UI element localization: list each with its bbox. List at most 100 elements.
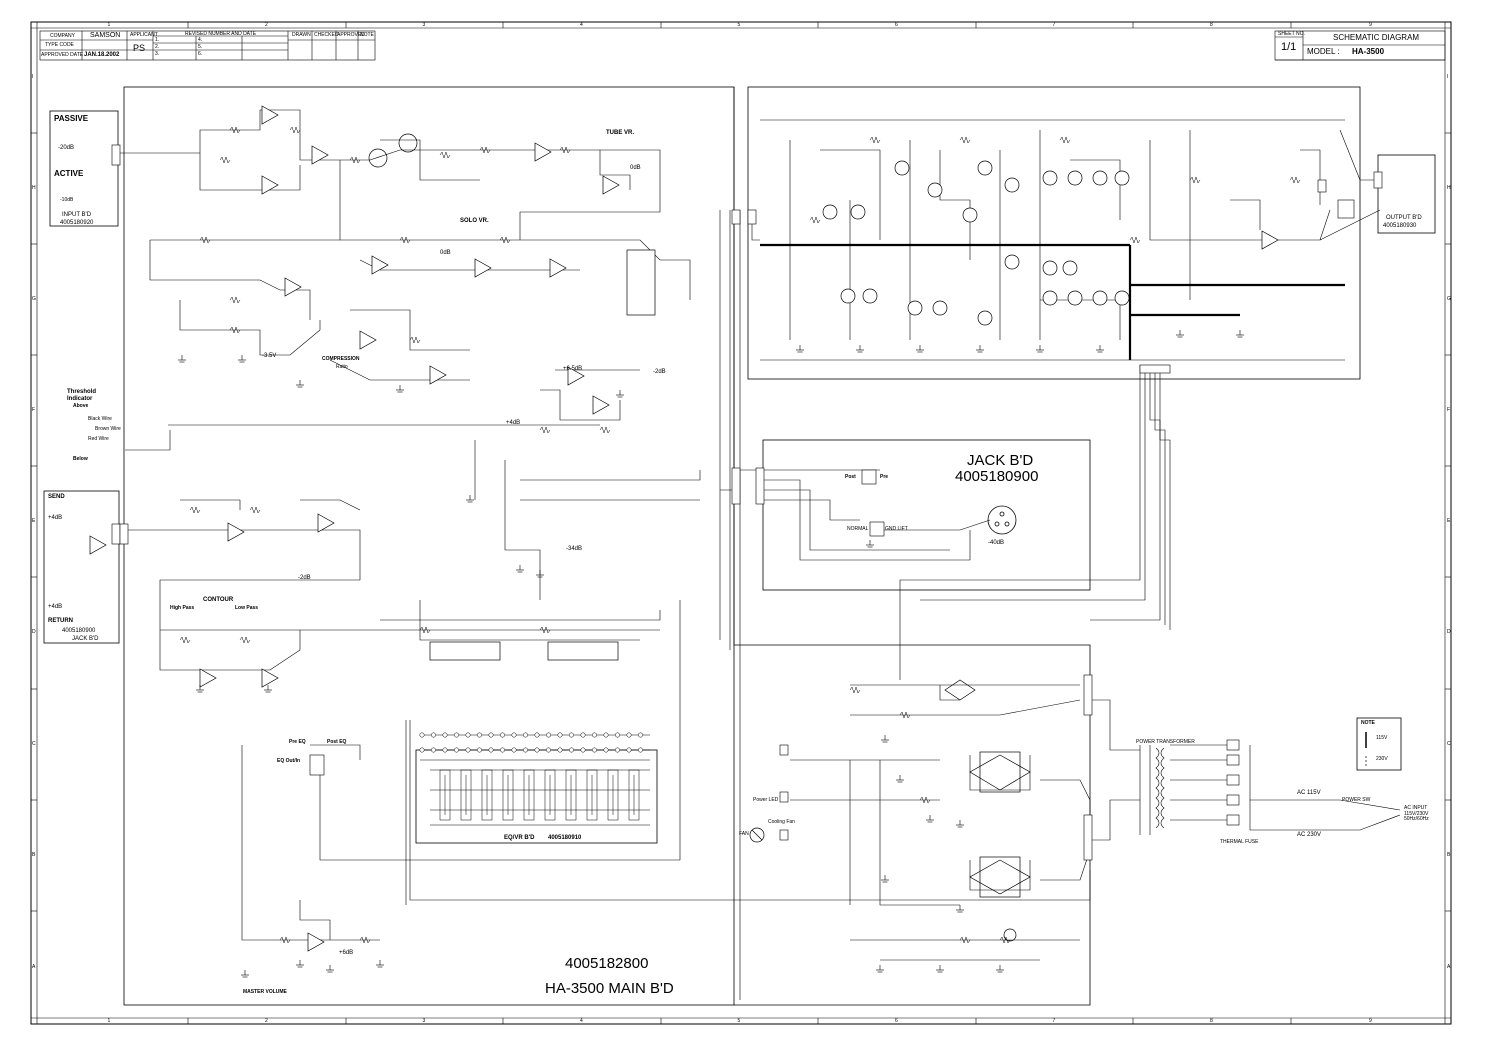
resistor	[249, 506, 261, 514]
transistor	[1092, 170, 1108, 186]
grid-row-label: H	[1447, 184, 1451, 191]
checked-label: CHECKED	[314, 32, 339, 38]
connector-pin	[626, 747, 632, 753]
connector-pin	[569, 747, 574, 753]
power-supply-wiring	[405, 684, 1401, 961]
send-return-code: 4005180900	[62, 628, 96, 634]
send-return-board-name: JACK B'D	[72, 636, 99, 642]
jack-pre-label: Pre	[880, 474, 889, 480]
output-board-outline	[1377, 154, 1436, 234]
transistor	[962, 207, 978, 223]
op-amp	[89, 535, 107, 555]
connector-pin	[592, 747, 597, 753]
connector-pin	[419, 732, 425, 738]
jack-board-outline	[762, 439, 1091, 591]
resistor	[279, 936, 291, 944]
grid-row-label: I	[1447, 73, 1449, 80]
high-pass-label: High Pass	[170, 605, 195, 611]
transistor	[1114, 170, 1130, 186]
normal-label: NORMAL	[847, 526, 869, 532]
connector-pin	[477, 732, 482, 738]
note-line-2: 230V	[1376, 756, 1388, 762]
op-amp	[549, 258, 567, 278]
eq-slider	[544, 769, 556, 821]
connector-pin	[534, 732, 540, 738]
connector-pin	[534, 747, 540, 753]
grid-row-label: G	[32, 295, 36, 302]
transistor	[907, 300, 923, 316]
transistor	[1042, 170, 1058, 186]
title-block	[39, 30, 1446, 61]
send-return-board-outline	[43, 490, 120, 644]
grid-row-label: D	[1447, 629, 1451, 635]
op-amp	[592, 395, 610, 415]
op-amp-symbols	[89, 105, 1279, 952]
connector-pin	[488, 747, 494, 753]
connector-pin	[580, 732, 586, 738]
resistor	[919, 796, 931, 804]
threshold-black-wire: Black Wire	[88, 416, 112, 422]
eq-board-outline	[415, 749, 658, 844]
grid-row-label: C	[32, 740, 36, 747]
connector-pin	[638, 732, 643, 738]
resistor	[239, 636, 251, 644]
grid-row-label: G	[1447, 295, 1451, 302]
eq-slider	[607, 769, 619, 821]
resistor	[1289, 176, 1301, 184]
resistor	[289, 126, 301, 134]
op-amp	[429, 365, 447, 385]
passive-label: PASSIVE	[54, 114, 89, 123]
resistor	[959, 936, 971, 944]
resistor	[199, 236, 211, 244]
minus-2db-a: -2dB	[653, 369, 666, 375]
connector-pin	[615, 747, 620, 753]
thermal-fuse-label: THERMAL FUSE	[1220, 839, 1259, 845]
plus-4db: +4dB	[506, 420, 521, 426]
eq-slider	[586, 769, 598, 821]
grid-row-label: F	[32, 406, 36, 413]
connector-pin	[500, 732, 505, 738]
resistor	[399, 236, 411, 244]
fan-label: FAN	[739, 831, 749, 837]
op-amp	[474, 258, 492, 278]
gnd-lift-label: GND LIFT	[885, 526, 908, 532]
resistor	[499, 236, 511, 244]
note-box	[1356, 717, 1402, 771]
plus-6-5db: +6.5dB	[563, 366, 583, 372]
resistor	[479, 146, 491, 154]
connector-pin	[465, 732, 471, 738]
input-board-name: INPUT B'D	[62, 212, 92, 218]
grid-column-label: 4	[580, 22, 583, 28]
transistor	[822, 204, 838, 220]
approved-date-label: APPROVED DATE	[41, 52, 84, 58]
eq-slider	[565, 769, 577, 821]
grid-column-label: 7	[1052, 22, 1056, 28]
connector-pin	[442, 732, 448, 738]
company-name: SAMSON	[90, 32, 121, 39]
eq-slider	[481, 769, 493, 821]
drawn-label: DRAWN	[292, 32, 311, 38]
connector-pin	[465, 747, 471, 753]
low-pass-label: Low Pass	[235, 605, 259, 611]
op-amp	[261, 175, 279, 195]
resistor	[809, 216, 821, 224]
resistor	[229, 296, 241, 304]
connector-pin	[569, 732, 574, 738]
solo-vr-label: SOLO VR.	[460, 218, 489, 224]
eq-board-code: 4005180910	[548, 835, 582, 841]
rev-number-5: 5.	[198, 44, 203, 50]
output-board-name: OUTPUT B'D	[1386, 215, 1422, 221]
zero-db-tube: 0dB	[630, 165, 641, 171]
transistor	[1004, 254, 1020, 270]
approved-label: APPROVED	[337, 32, 365, 38]
ground-symbols	[178, 330, 1244, 978]
xlr-connector	[987, 505, 1017, 535]
grid-column-label: 5	[737, 1018, 741, 1024]
connector-pin	[546, 732, 551, 738]
op-amp	[199, 668, 217, 688]
rev-number-3: 3.	[155, 51, 160, 57]
bridge-rectifiers	[944, 679, 1031, 898]
ic-packages	[429, 249, 656, 661]
resistor	[559, 146, 571, 154]
